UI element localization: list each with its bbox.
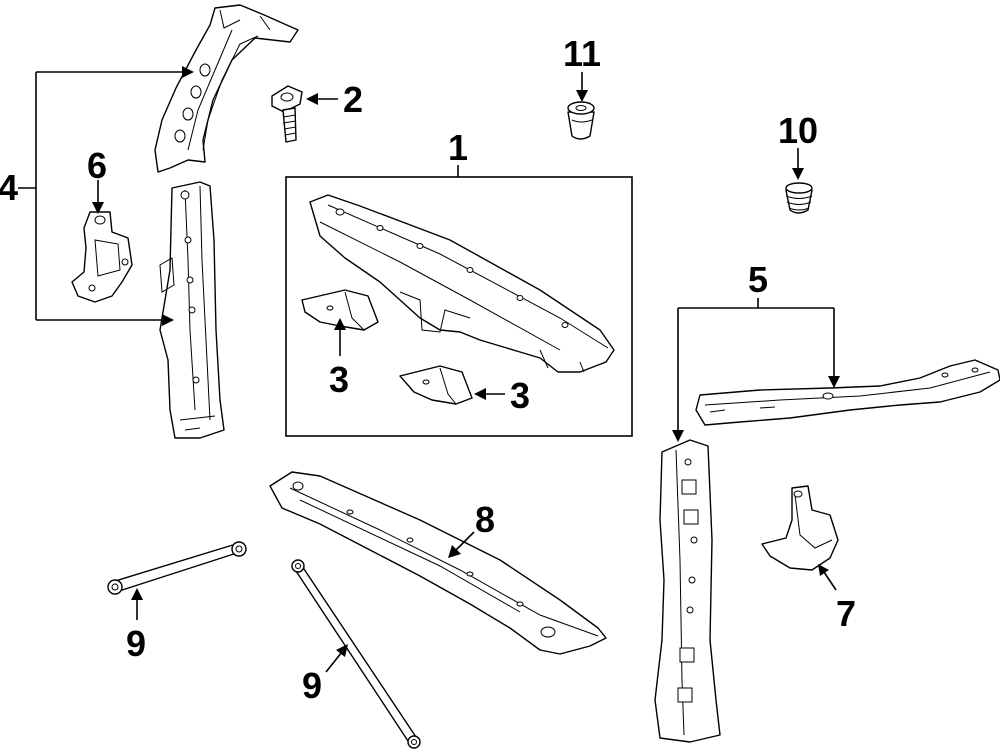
callout-6: 6 bbox=[87, 145, 107, 186]
part-4-upper-bracket bbox=[154, 4, 299, 173]
part-3-bracket-a bbox=[301, 289, 379, 331]
callout-4: 4 bbox=[0, 167, 18, 208]
part-3-bracket-b bbox=[399, 365, 473, 405]
part-2-bolt bbox=[271, 85, 303, 143]
part-1-frame bbox=[285, 176, 633, 437]
part-1-support-beam bbox=[309, 194, 615, 373]
callout-2: 2 bbox=[343, 79, 363, 120]
part-8-lower-beam bbox=[269, 471, 607, 655]
callout-9a: 9 bbox=[126, 623, 146, 664]
callout-11: 11 bbox=[563, 33, 601, 74]
callout-7: 7 bbox=[836, 593, 856, 634]
callout-9b: 9 bbox=[302, 665, 322, 706]
part-4-lower-pillar bbox=[159, 181, 225, 439]
callout-5: 5 bbox=[748, 259, 768, 300]
part-9-rod-right bbox=[291, 559, 421, 749]
part-9-rod-left bbox=[107, 541, 247, 595]
callout-8: 8 bbox=[475, 499, 495, 540]
part-5-pillar bbox=[654, 439, 721, 743]
part-10-bumper bbox=[785, 182, 813, 214]
part-6-bracket bbox=[71, 211, 133, 303]
callout-3a: 3 bbox=[329, 359, 349, 400]
callout-10: 10 bbox=[778, 110, 818, 151]
part-5-upper-beam bbox=[695, 359, 1000, 426]
callout-1: 1 bbox=[448, 127, 468, 168]
callout-labels: 4 6 2 11 10 1 3 3 5 8 7 9 9 bbox=[0, 33, 856, 706]
part-7-bracket bbox=[761, 485, 839, 571]
leader-lines bbox=[18, 66, 840, 673]
callout-3b: 3 bbox=[510, 375, 530, 416]
part-11-bushing bbox=[567, 101, 595, 140]
